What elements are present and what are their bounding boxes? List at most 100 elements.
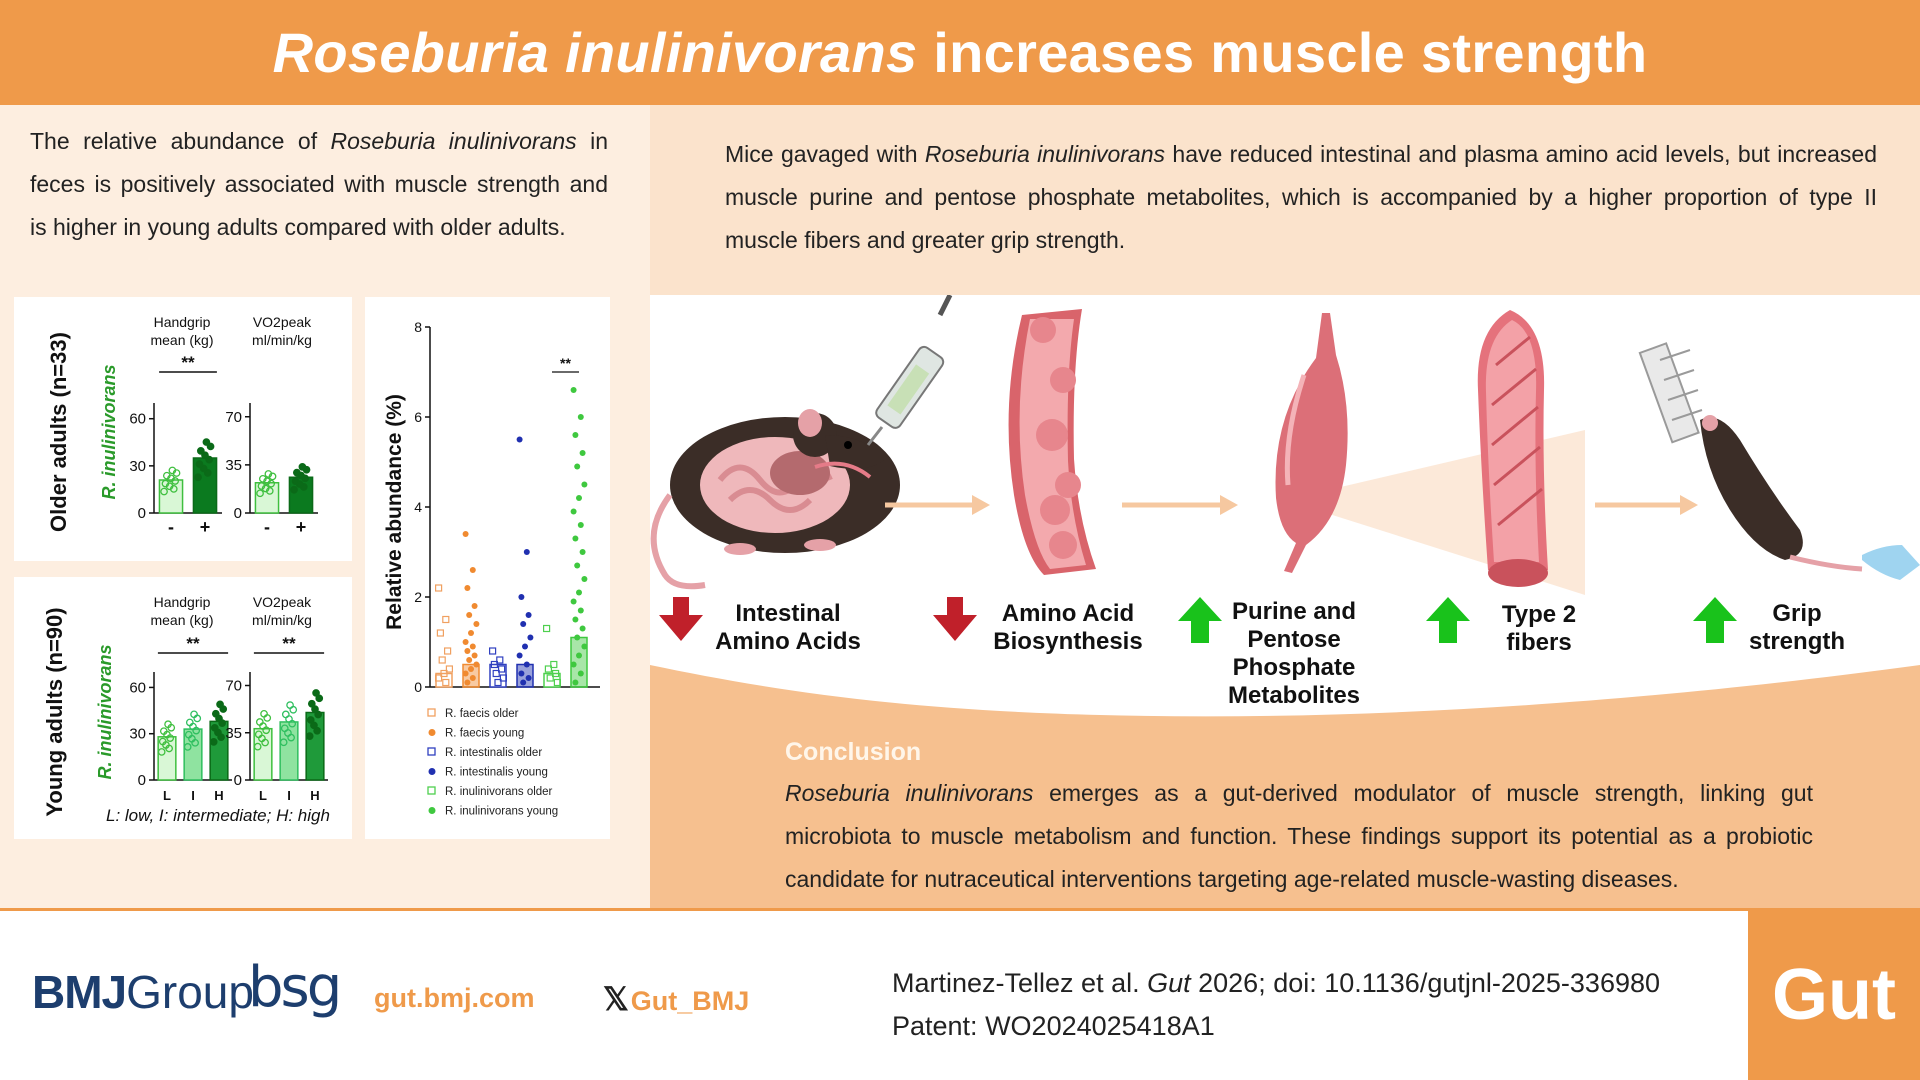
up-arrow-icon	[1426, 597, 1470, 643]
abundance-point	[518, 670, 525, 677]
abundance-point	[574, 562, 581, 569]
abundance-point	[471, 603, 478, 609]
data-point	[281, 710, 290, 719]
data-point	[279, 738, 288, 747]
left-intro-post: in feces is positively associated with m…	[30, 128, 608, 240]
abundance-point	[496, 656, 504, 664]
x-tick-label: +	[296, 517, 307, 537]
abundance-point	[445, 665, 454, 673]
right-intro-post: have reduced intestinal and plasma amino…	[725, 141, 1877, 253]
y-tick-label: 30	[129, 726, 146, 743]
data-point	[290, 485, 298, 494]
title-rest: increases muscle strength	[917, 21, 1648, 84]
data-point	[190, 710, 198, 719]
abundance-point	[462, 531, 469, 537]
y-tick-label: 70	[225, 678, 242, 695]
abundance-point	[581, 576, 588, 582]
data-point	[159, 727, 168, 736]
data-point	[268, 472, 277, 481]
y-tick-label: 35	[225, 725, 242, 742]
abundance-point	[572, 616, 579, 623]
bsg-logo: bsg	[248, 955, 342, 1020]
panel-header-line: ml/min/kg	[252, 612, 312, 628]
right-intro-species: Roseburia inulinivorans	[924, 141, 1165, 167]
abundance-point	[576, 495, 582, 501]
abundance-point	[544, 665, 552, 673]
step-2-line-1: Amino Acid	[1001, 600, 1135, 627]
data-point	[310, 721, 318, 730]
website-link[interactable]: gut.bmj.com	[374, 983, 535, 1013]
conclusion-body: emerges as a gut-derived modulator of mu…	[785, 780, 1813, 892]
data-point	[286, 701, 294, 709]
older-adults-chart: Older adults (n=33) R. inulinivorans Han…	[46, 314, 318, 537]
significance-label: **	[560, 355, 571, 371]
citation-block: Martinez-Tellez et al. Gut 2026; doi: 10…	[892, 962, 1660, 1048]
abundance-point	[577, 414, 584, 420]
data-point	[195, 460, 204, 468]
abundance-point	[525, 612, 532, 618]
abundance-point	[525, 675, 532, 681]
abundance-point	[442, 615, 450, 624]
abundance-point	[473, 661, 480, 668]
mouse-summary-panel: Mice gavaged with Roseburia inulinivoran…	[650, 105, 1920, 295]
older-title: Older adults (n=33)	[46, 332, 71, 532]
down-arrow-icon	[933, 597, 977, 641]
abundance-point	[520, 679, 527, 686]
significance-label: **	[282, 634, 296, 653]
data-point	[305, 732, 314, 740]
panel-header-line: VO2peak	[253, 594, 312, 610]
intestine-illustration	[1008, 309, 1096, 575]
data-point	[298, 463, 307, 471]
data-point	[260, 709, 268, 718]
data-point	[202, 438, 211, 446]
pathway-illustration	[650, 295, 1920, 910]
x-tick-label: L	[163, 788, 171, 803]
conclusion-title: Conclusion	[785, 738, 922, 766]
abundance-point	[488, 647, 497, 655]
step-3-line-1: Purine and	[1231, 598, 1357, 625]
data-point	[264, 470, 273, 478]
abundance-point	[577, 607, 584, 614]
x-social-link[interactable]: 𝕏Gut_BMJ	[603, 980, 749, 1018]
left-intro-pre: The relative abundance of	[30, 128, 331, 154]
data-point	[306, 716, 315, 724]
muscle-illustration	[1275, 313, 1348, 573]
step-4-line-1: Type 2	[1501, 601, 1577, 628]
young-footnote: L: low, I: intermediate; H: high	[106, 806, 330, 825]
abundance-point	[570, 508, 577, 515]
abundance-point	[546, 674, 554, 682]
legend-label: R. inulinivorans older	[445, 786, 553, 798]
step-label-intestinal-amino-acids: Intestinal Amino Acids	[712, 600, 864, 656]
legend-label: R. intestinalis young	[445, 767, 548, 779]
panel-header-line: Handgrip	[154, 314, 211, 330]
abundance-point	[436, 629, 445, 637]
x-tick-label: -	[264, 517, 270, 537]
y-tick-label: 2	[414, 589, 422, 605]
abundance-point	[570, 661, 577, 668]
x-tick-label: H	[310, 788, 319, 803]
data-point	[291, 477, 300, 486]
grip-mouse-illustration	[1638, 342, 1920, 580]
significance-label: **	[181, 353, 195, 372]
flow-arrow-3	[1595, 495, 1698, 515]
pathway-panel	[650, 295, 1920, 910]
data-point	[254, 730, 263, 739]
abundance-point	[440, 669, 448, 678]
abundance-point	[577, 670, 584, 677]
data-point	[253, 742, 262, 751]
abundance-point	[443, 647, 452, 655]
abundance-point	[469, 675, 476, 681]
abundance-point	[442, 678, 450, 687]
panel-header-line: Handgrip	[154, 594, 211, 610]
data-point	[161, 479, 170, 488]
conclusion-text: Roseburia inulinivorans emerges as a gut…	[785, 772, 1813, 901]
data-point	[313, 726, 321, 735]
x-logo-icon: 𝕏	[603, 981, 629, 1017]
bmj-logo-group: Group	[126, 966, 254, 1018]
citation-line: Martinez-Tellez et al. Gut 2026; doi: 10…	[892, 962, 1660, 1005]
abundance-point	[522, 643, 528, 650]
abundance-point	[462, 670, 469, 677]
panel-header-line: mean (kg)	[150, 612, 213, 628]
abundance-point	[523, 661, 530, 668]
